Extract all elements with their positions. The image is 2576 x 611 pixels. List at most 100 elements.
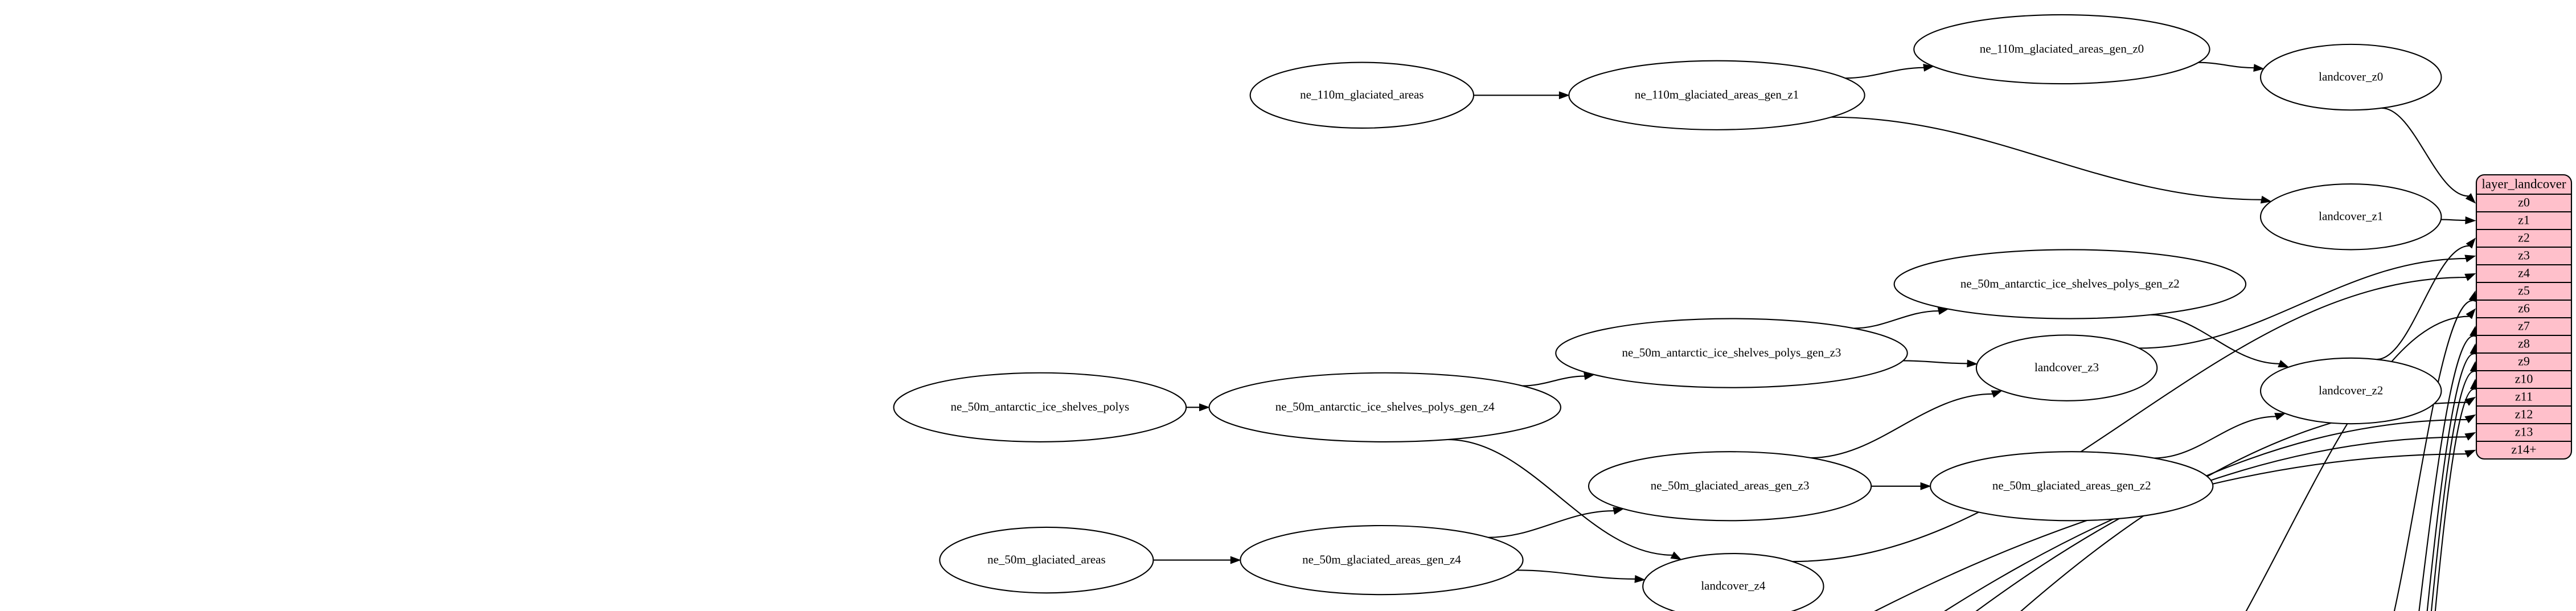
node-ellipse (2259, 43, 2442, 111)
edge-path (2139, 257, 2466, 349)
node-layer: imposm3osm_landcover_polygonsimplify_vw_… (893, 14, 2442, 611)
graph-node-ne_50m_antarctic_ice_shelves_polys_gen_z4[interactable]: ne_50m_antarctic_ice_shelves_polys_gen_z… (1208, 372, 1561, 442)
row-label: z9 (2518, 354, 2530, 368)
graph-edge (1853, 307, 1949, 329)
node-label: ne_50m_antarctic_ice_shelves_polys_gen_z… (1960, 277, 2180, 290)
edge-path (2426, 353, 2474, 611)
graph-node-landcover_z0[interactable]: landcover_z0 (2259, 43, 2442, 111)
node-ellipse (1568, 60, 1865, 130)
node-ellipse (1642, 553, 1824, 611)
row-label: z1 (2518, 213, 2530, 227)
graph-edge (1516, 569, 1646, 583)
table-row-z4[interactable]: z4 (2476, 264, 2571, 280)
row-label: z7 (2518, 319, 2530, 333)
node-ellipse (1555, 318, 1908, 388)
table-row-z2[interactable]: z2 (2476, 228, 2571, 245)
edge-path (2377, 245, 2470, 360)
node-ellipse (1249, 61, 1475, 129)
edge-path (2150, 314, 2280, 364)
graph-edge (2377, 237, 2476, 360)
graph-node-ne_50m_antarctic_ice_shelves_polys_gen_z2[interactable]: ne_50m_antarctic_ice_shelves_polys_gen_z… (1893, 249, 2247, 319)
edge-path (1845, 67, 1924, 79)
edge-arrowhead (2464, 396, 2476, 406)
graph-node-ne_110m_glaciated_areas_gen_z1[interactable]: ne_110m_glaciated_areas_gen_z1 (1568, 60, 1865, 130)
graph-edge (2245, 308, 2476, 611)
graph-edge (1153, 556, 1241, 564)
node-label: landcover_z0 (2319, 69, 2383, 83)
edge-path (1853, 310, 1939, 329)
layer-landcover-table: layer_landcoverz0z1z2z3z4z5z6z7z8z9z10z1… (2475, 174, 2573, 460)
row-label: z2 (2518, 231, 2530, 245)
table-row-z6[interactable]: z6 (2476, 299, 2571, 315)
table-row-z12[interactable]: z12 (2476, 405, 2571, 421)
edge-arrowhead (1991, 390, 2003, 398)
node-label: ne_110m_glaciated_areas (1300, 88, 1424, 101)
node-ellipse (1208, 372, 1561, 442)
table-row-z13[interactable]: z13 (2476, 423, 2571, 439)
node-ellipse (1588, 451, 1872, 522)
table-row-z5[interactable]: z5 (2476, 281, 2571, 298)
node-label: ne_50m_antarctic_ice_shelves_polys (950, 400, 1129, 413)
edge-layer (1153, 61, 2478, 611)
graph-edge (1831, 116, 2272, 204)
table-row-z9[interactable]: z9 (2476, 352, 2571, 368)
node-label: ne_50m_glaciated_areas_gen_z3 (1651, 479, 1810, 493)
graph-node-landcover_z3[interactable]: landcover_z3 (1975, 334, 2158, 401)
graph-node-landcover_z2[interactable]: landcover_z2 (2259, 357, 2442, 425)
edge-arrowhead (2260, 195, 2272, 204)
edge-arrowhead (2464, 273, 2476, 281)
row-label: z12 (2515, 407, 2533, 421)
edge-path (2153, 416, 2276, 459)
table-row-z0[interactable]: z0 (2476, 193, 2571, 210)
row-label: z5 (2518, 284, 2530, 298)
graph-node-ne_50m_antarctic_ice_shelves_polys_gen_z3[interactable]: ne_50m_antarctic_ice_shelves_polys_gen_z… (1555, 318, 1908, 388)
table-row-z10[interactable]: z10 (2476, 370, 2571, 386)
graph-edge (1903, 359, 1978, 368)
node-label: ne_50m_glaciated_areas (987, 552, 1106, 566)
node-label: ne_110m_glaciated_areas_gen_z0 (1980, 42, 2144, 55)
table-row-z11[interactable]: z11 (2476, 387, 2571, 404)
edge-arrowhead (2466, 237, 2476, 249)
graph-edge (1488, 507, 1625, 538)
graph-edge (1522, 372, 1595, 387)
edge-path (1943, 436, 2467, 611)
edge-path (1516, 569, 1635, 580)
graph-node-landcover_z1[interactable]: landcover_z1 (2259, 183, 2442, 251)
edge-arrowhead (2278, 360, 2290, 368)
edge-path (2418, 335, 2474, 611)
node-label: ne_50m_antarctic_ice_shelves_polys_gen_z… (1622, 346, 1841, 359)
graph-edge (2440, 216, 2476, 224)
graph-edge (2198, 61, 2265, 72)
node-ellipse (939, 526, 1154, 594)
graph-node-ne_50m_antarctic_ice_shelves_polys[interactable]: ne_50m_antarctic_ice_shelves_polys (893, 372, 1187, 442)
edge-arrowhead (1670, 551, 1682, 560)
graph-edge (2020, 396, 2476, 611)
table-row-z14+[interactable]: z14+ (2476, 440, 2571, 457)
graph-node-ne_110m_glaciated_areas[interactable]: ne_110m_glaciated_areas (1249, 61, 1475, 129)
edge-path (2020, 401, 2467, 611)
row-label: z14+ (2511, 442, 2536, 457)
table-row-z8[interactable]: z8 (2476, 334, 2571, 351)
edge-arrowhead (2464, 432, 2476, 441)
graph-node-ne_50m_glaciated_areas_gen_z2[interactable]: ne_50m_glaciated_areas_gen_z2 (1930, 451, 2214, 522)
row-label: z4 (2518, 266, 2530, 280)
graph-node-landcover_z4[interactable]: landcover_z4 (1642, 553, 1824, 611)
graph-node-ne_50m_glaciated_areas[interactable]: ne_50m_glaciated_areas (939, 526, 1154, 594)
graph-node-ne_110m_glaciated_areas_gen_z0[interactable]: ne_110m_glaciated_areas_gen_z0 (1913, 14, 2210, 85)
graph-node-ne_50m_glaciated_areas_gen_z4[interactable]: ne_50m_glaciated_areas_gen_z4 (1240, 524, 1524, 596)
node-label: ne_110m_glaciated_areas_gen_z1 (1635, 88, 1799, 101)
edge-path (1488, 510, 1614, 538)
node-label: landcover_z3 (2034, 360, 2099, 374)
node-label: ne_50m_antarctic_ice_shelves_polys_gen_z… (1275, 400, 1495, 413)
graph-edge (2150, 314, 2290, 368)
table-row-z1[interactable]: z1 (2476, 211, 2571, 227)
table-row-z7[interactable]: z7 (2476, 317, 2571, 333)
graph-edge (1474, 91, 1570, 100)
node-ellipse (1913, 14, 2210, 85)
table-row-z3[interactable]: z3 (2476, 246, 2571, 263)
graph-edge (2153, 413, 2286, 459)
edge-arrowhead (2464, 255, 2476, 263)
graph-node-ne_50m_glaciated_areas_gen_z3[interactable]: ne_50m_glaciated_areas_gen_z3 (1588, 451, 1872, 522)
